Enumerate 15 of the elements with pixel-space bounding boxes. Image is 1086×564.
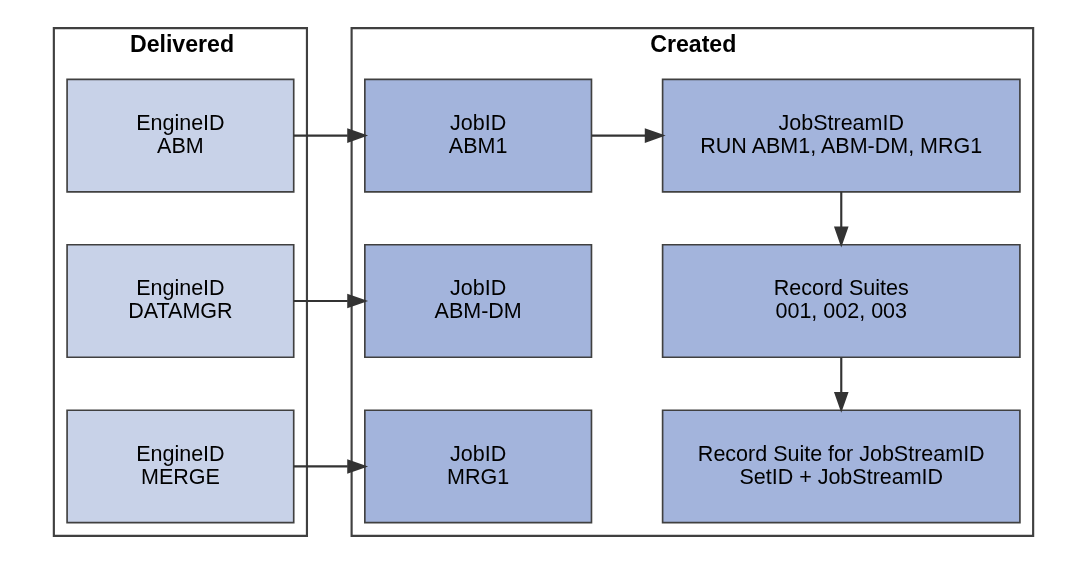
arrow (293, 293, 368, 309)
arrow (833, 192, 849, 248)
arrow (833, 357, 849, 413)
arrow (293, 128, 368, 143)
node-box: EngineID DATAMGR (65, 243, 295, 359)
node-box: JobID ABM1 (363, 78, 592, 193)
node-box: JobID ABM-DM (363, 243, 592, 359)
node-box: Record Suites 001, 002, 003 (661, 243, 1021, 359)
node-box: EngineID ABM (65, 78, 295, 193)
arrow (293, 459, 368, 474)
node-box: JobID MRG1 (363, 409, 592, 524)
node-box: Record Suite for JobStreamID SetID + JobStreamID (661, 409, 1021, 524)
node-box: JobStreamID RUN ABM1, ABM-DM, MRG1 (661, 78, 1021, 193)
arrow (591, 128, 666, 143)
node-box: EngineID MERGE (65, 409, 295, 524)
